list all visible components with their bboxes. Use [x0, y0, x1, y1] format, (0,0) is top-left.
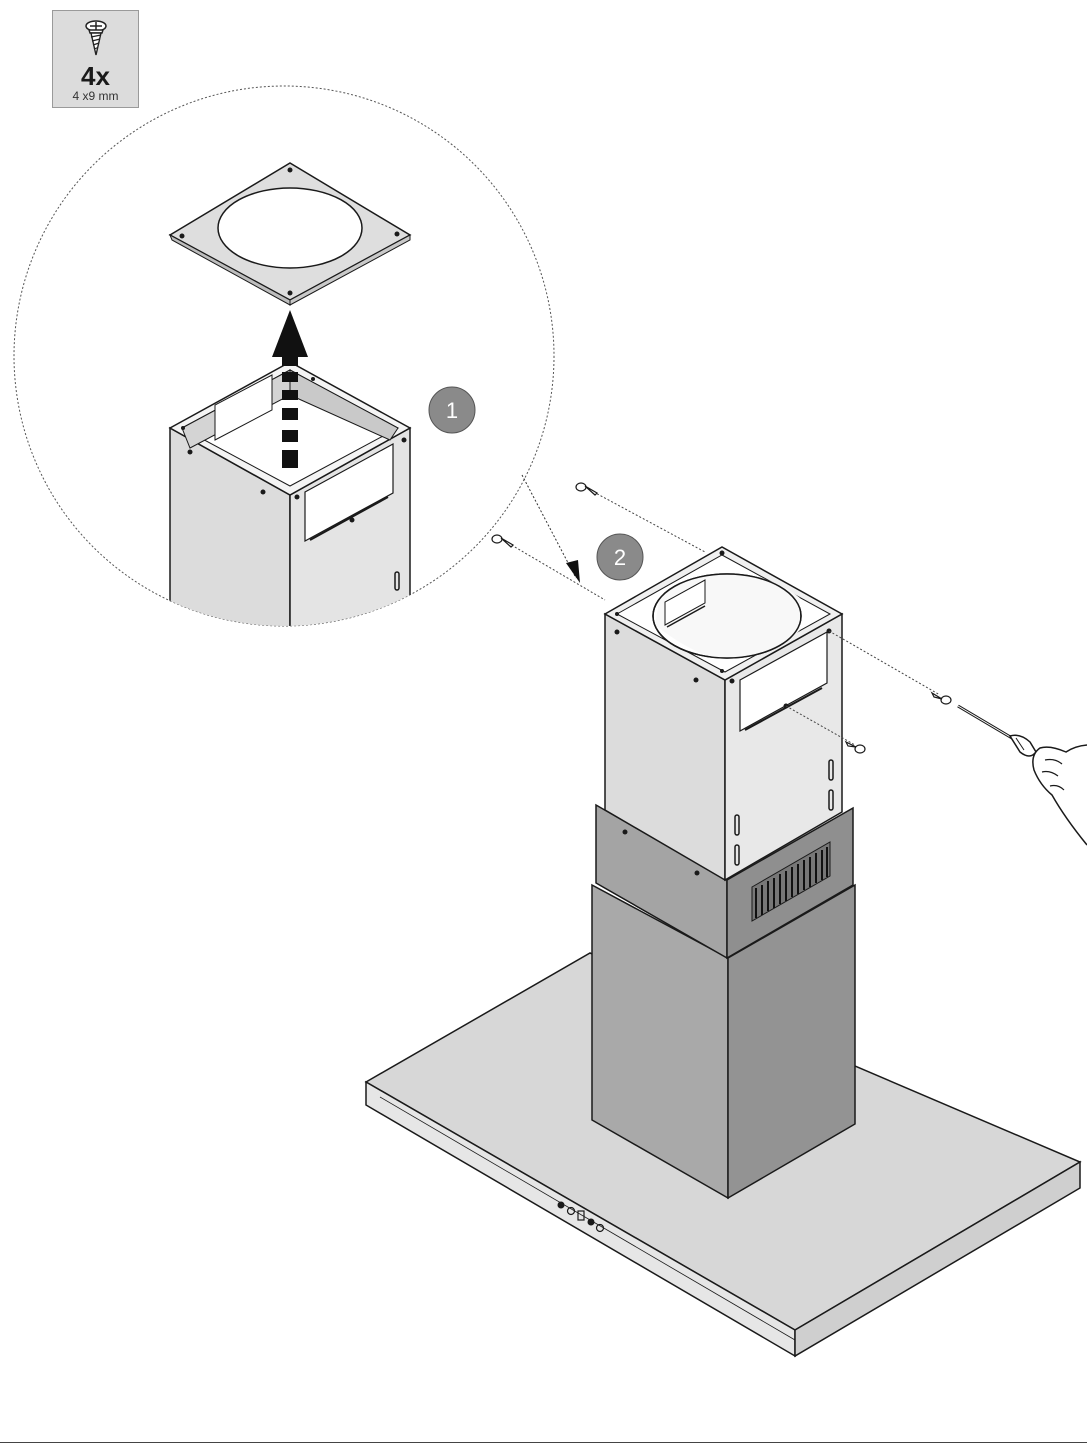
screw-quantity-badge: 4x 4 x9 mm — [52, 10, 139, 108]
screw-4 — [844, 740, 866, 754]
upper-duct — [603, 546, 844, 882]
hand-icon — [1032, 744, 1087, 846]
step-badge-2: 2 — [596, 533, 644, 581]
step-number-2: 2 — [614, 545, 626, 570]
screw-quantity: 4x — [81, 61, 110, 91]
screw-icon — [85, 20, 107, 56]
screw-2 — [491, 534, 514, 548]
lower-chimney — [591, 883, 856, 1200]
screwdriver-icon — [957, 704, 1037, 757]
vent-grille — [751, 841, 831, 922]
detail-circle — [13, 85, 555, 627]
screw-1 — [575, 482, 598, 496]
step-number-1: 1 — [446, 398, 458, 423]
control-panel — [557, 1201, 605, 1233]
middle-chimney — [595, 803, 854, 960]
detail-lift-arrow — [272, 310, 308, 468]
detail-top-plate — [168, 162, 412, 306]
detail-duct-section — [168, 361, 412, 626]
screw-guides — [507, 489, 941, 746]
screw-size: 4 x9 mm — [72, 89, 119, 103]
screw-3 — [930, 691, 952, 705]
step-badge-1: 1 — [428, 386, 476, 434]
page-bottom-rule — [0, 1442, 1087, 1443]
